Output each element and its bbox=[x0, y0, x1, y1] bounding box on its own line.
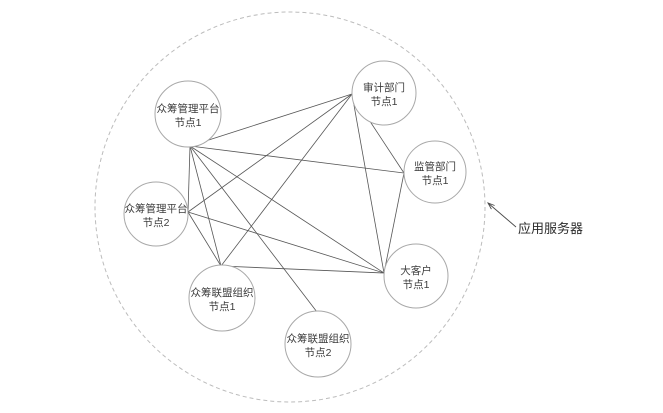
node-label-line2: 节点2 bbox=[143, 217, 170, 229]
edge-crowd-platform-1--alliance-org-1 bbox=[189, 145, 222, 267]
edge-crowd-platform-1--alliance-org-2 bbox=[189, 145, 318, 313]
node-regulator-dept-1-label: 监管部门节点1 bbox=[414, 160, 456, 187]
node-label-line1: 众筹联盟组织 bbox=[191, 286, 254, 299]
node-alliance-org-1-label: 众筹联盟组织节点1 bbox=[191, 286, 254, 313]
annotation-arrowhead-icon bbox=[487, 202, 495, 210]
node-audit-dept-1-label: 审计部门节点1 bbox=[363, 81, 405, 108]
edge-crowd-platform-2--alliance-org-1 bbox=[187, 211, 222, 267]
node-alliance-org-2-circle bbox=[284, 310, 352, 378]
node-crowd-platform-1-circle bbox=[154, 80, 222, 148]
edge-crowd-platform-1--crowd-platform-2 bbox=[187, 145, 191, 213]
application-server-boundary-circle bbox=[94, 11, 486, 403]
node-crowd-platform-1-label: 众筹管理平台节点1 bbox=[157, 102, 220, 129]
node-audit-dept-1-circle bbox=[351, 60, 417, 126]
node-major-client-1-label: 大客户节点1 bbox=[400, 264, 432, 291]
node-label-line1: 监管部门 bbox=[414, 160, 456, 173]
node-alliance-org-2-label: 众筹联盟组织节点2 bbox=[287, 332, 350, 359]
node-label-line2: 节点1 bbox=[422, 175, 449, 187]
node-label-line1: 众筹管理平台 bbox=[157, 102, 220, 115]
node-label-line2: 节点1 bbox=[371, 96, 398, 108]
node-label-line2: 节点1 bbox=[175, 117, 202, 129]
edge-major-client-1--alliance-org-1 bbox=[220, 265, 385, 274]
edge-crowd-platform-1--major-client-1 bbox=[189, 145, 385, 274]
edge-audit-dept-1--alliance-org-1 bbox=[220, 93, 353, 267]
node-alliance-org-1-circle bbox=[188, 264, 256, 332]
application-server-label: 应用服务器 bbox=[518, 221, 583, 236]
node-label-line2: 节点1 bbox=[403, 279, 430, 291]
node-label-line1: 大客户 bbox=[400, 264, 432, 277]
node-label-line1: 审计部门 bbox=[363, 81, 405, 94]
node-label-line2: 节点1 bbox=[209, 301, 236, 313]
node-major-client-1-circle bbox=[383, 243, 449, 309]
node-crowd-platform-2-circle bbox=[123, 181, 189, 247]
edge-crowd-platform-1--audit-dept-1 bbox=[189, 93, 353, 147]
node-regulator-dept-1-circle bbox=[403, 140, 467, 204]
edge-crowd-platform-2--major-client-1 bbox=[187, 211, 385, 274]
edge-regulator-dept-1--major-client-1 bbox=[383, 172, 405, 274]
edge-crowd-platform-2--audit-dept-1 bbox=[187, 93, 353, 213]
node-label-line1: 众筹联盟组织 bbox=[287, 332, 350, 345]
node-label-line1: 众筹管理平台 bbox=[125, 202, 188, 215]
annotation-arrow-line bbox=[487, 202, 517, 228]
node-crowd-platform-2-label: 众筹管理平台节点2 bbox=[125, 202, 188, 229]
edge-audit-dept-1--major-client-1 bbox=[351, 93, 385, 274]
edge-crowd-platform-1--regulator-dept-1 bbox=[189, 145, 405, 174]
node-label-line2: 节点2 bbox=[305, 347, 332, 359]
